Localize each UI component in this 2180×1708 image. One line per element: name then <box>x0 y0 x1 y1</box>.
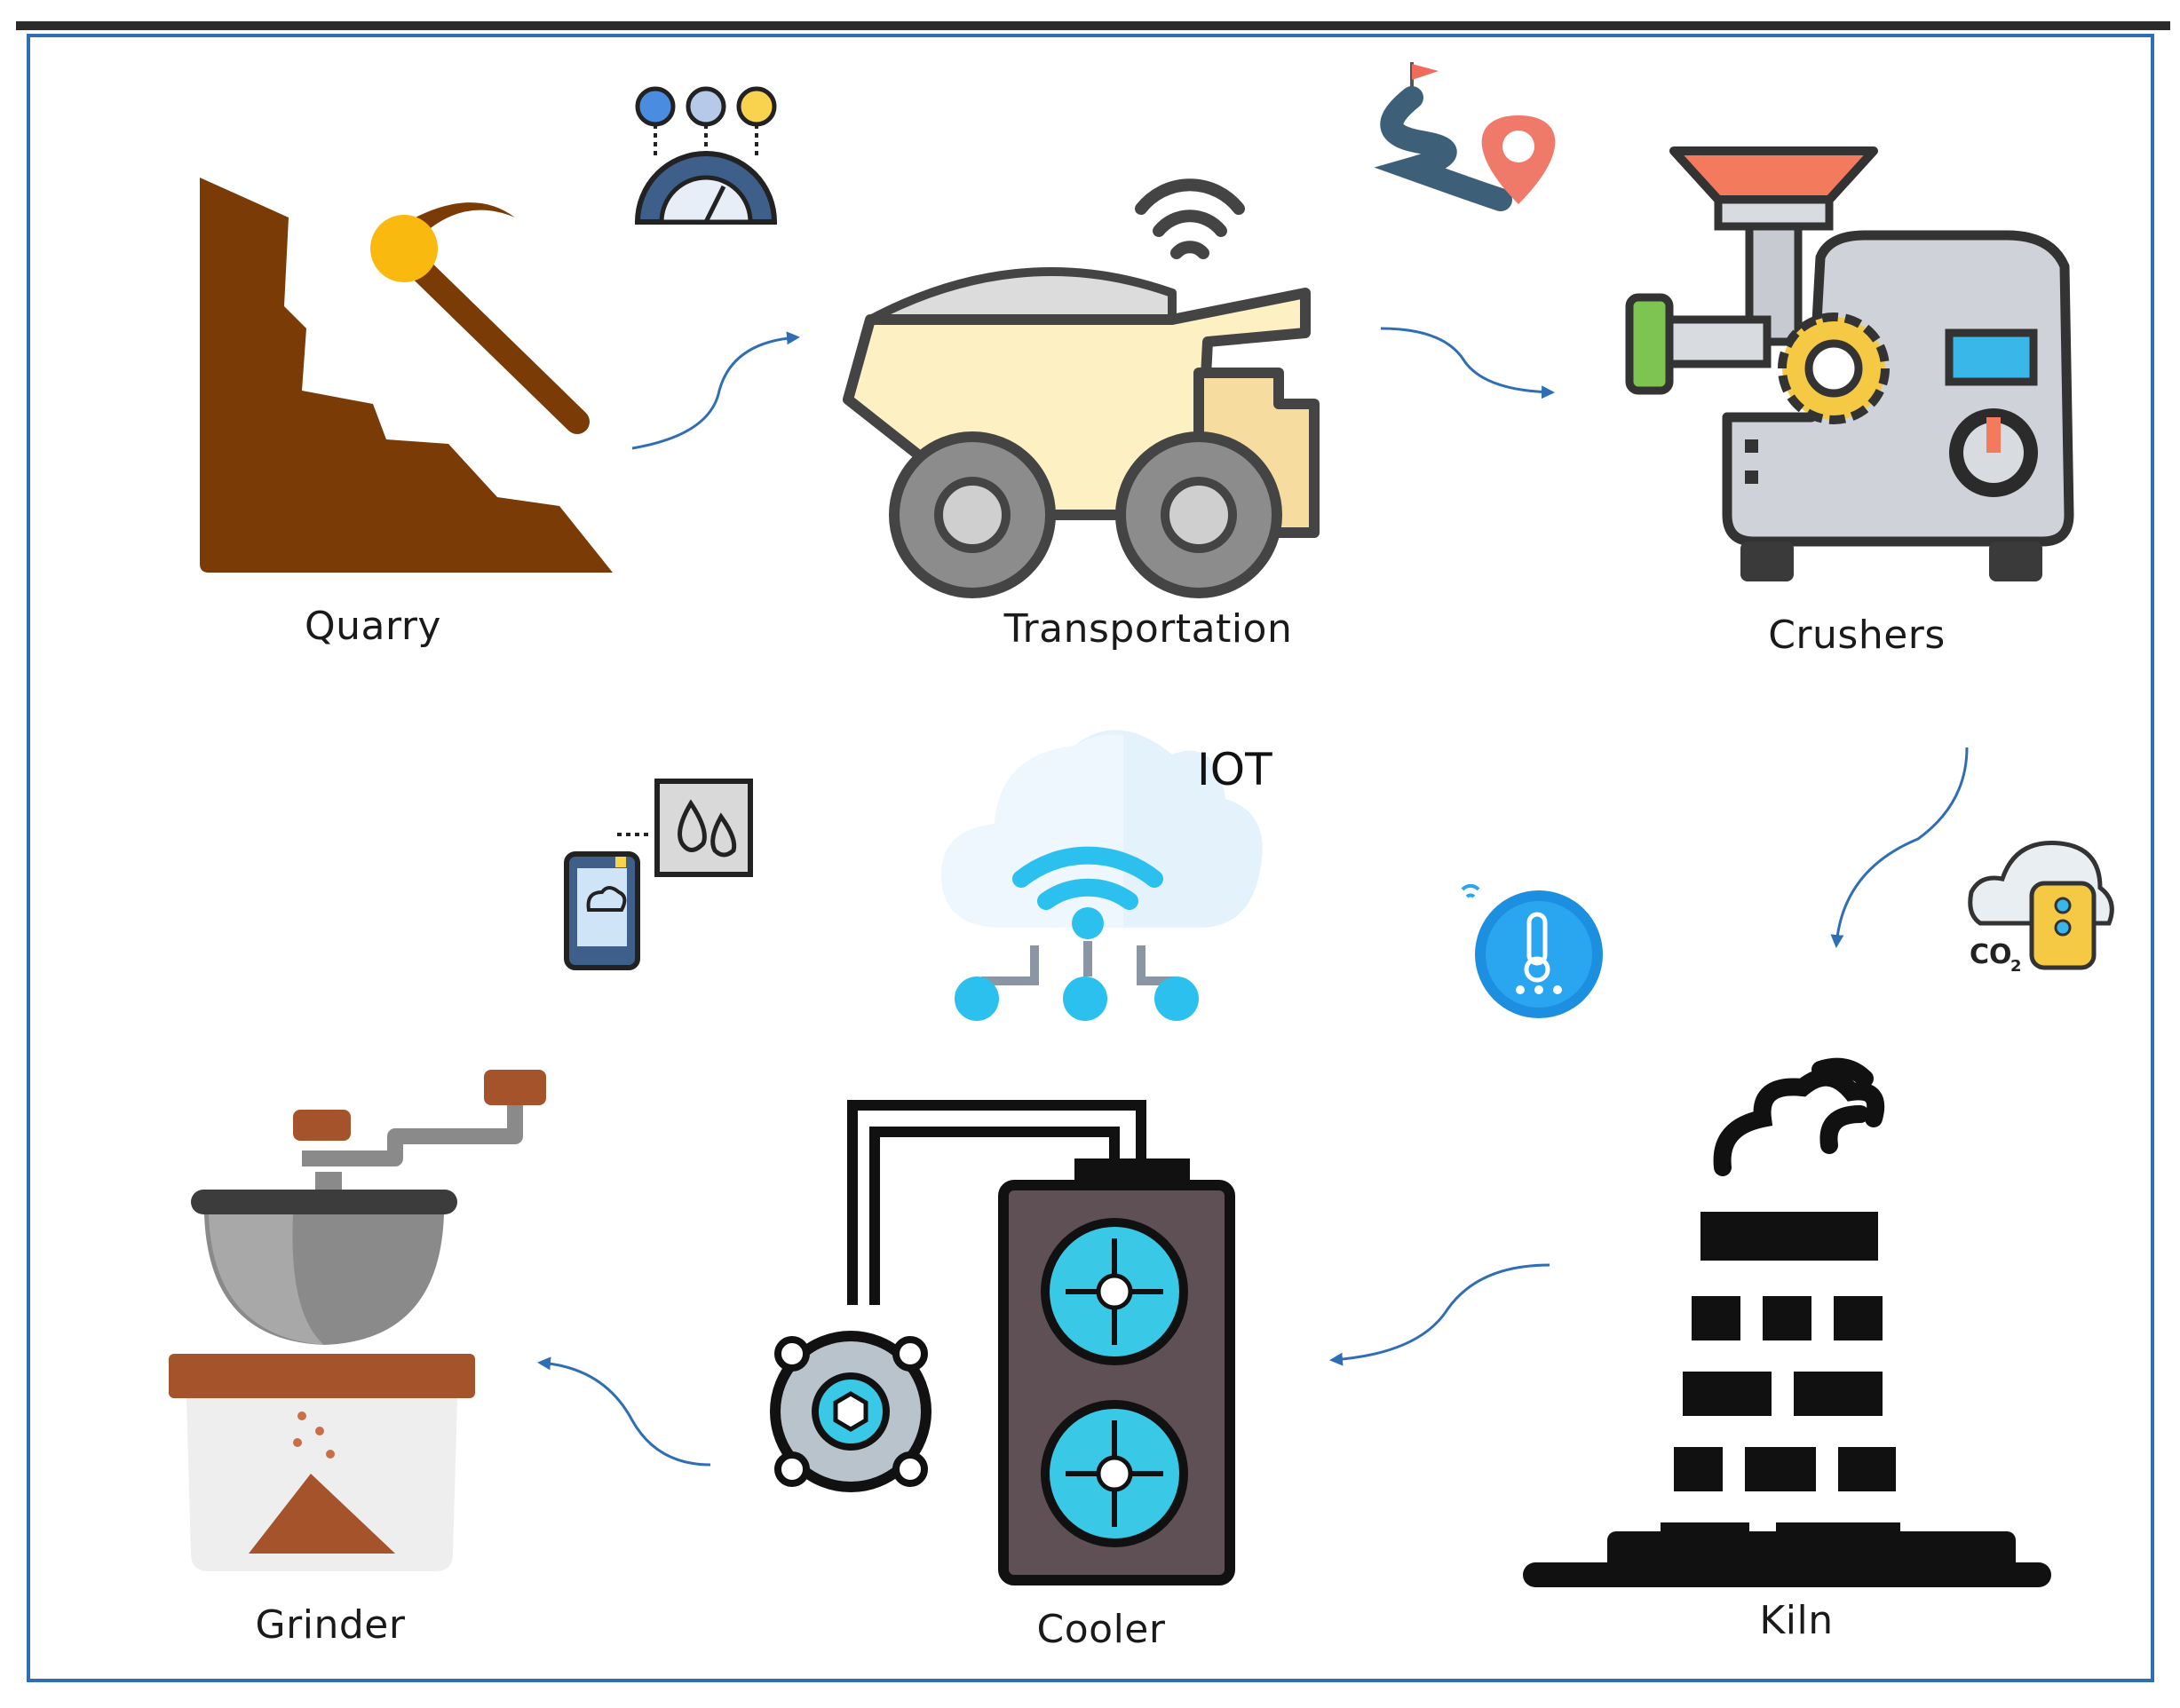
label-cooler: Cooler <box>1036 1607 1166 1652</box>
temperature-sensor-icon <box>1461 883 1603 1018</box>
label-grinder: Grinder <box>255 1602 406 1648</box>
arrow-crushers-to-kiln <box>1830 747 1969 948</box>
diagram-frame <box>27 34 2154 1682</box>
dump-truck-icon <box>843 178 1320 598</box>
label-kiln: Kiln <box>1759 1598 1834 1643</box>
label-iot: IOT <box>1197 744 1272 795</box>
route-map-pin-icon <box>1374 62 1556 211</box>
quarry-pickaxe-icon <box>200 178 613 573</box>
cloud-iot-icon <box>941 730 1263 1021</box>
svg-text:CO: CO <box>1970 939 2012 970</box>
arrow-quarry-to-transport <box>631 331 800 450</box>
top-rule <box>16 21 2170 30</box>
kiln-chimney-icon <box>1523 1057 2051 1587</box>
meat-grinder-crusher-icon <box>1625 146 2074 581</box>
label-transportation: Transportation <box>1003 606 1293 652</box>
label-quarry: Quarry <box>305 604 441 649</box>
arrow-transport-to-crushers <box>1380 327 1555 399</box>
arrow-cooler-to-grinder <box>537 1356 711 1467</box>
cooler-fan-icon <box>770 1100 1235 1585</box>
label-crushers: Crushers <box>1768 613 1946 658</box>
svg-text:2: 2 <box>2010 957 2022 976</box>
humidity-phone-icon <box>564 779 753 970</box>
arrow-kiln-to-cooler <box>1329 1263 1550 1366</box>
kpi-gauge-icon <box>634 86 778 225</box>
flow-arrows <box>537 327 1969 1467</box>
co2-sensor-icon: CO 2 <box>1968 841 2114 976</box>
coffee-grinder-icon <box>169 1070 546 1571</box>
